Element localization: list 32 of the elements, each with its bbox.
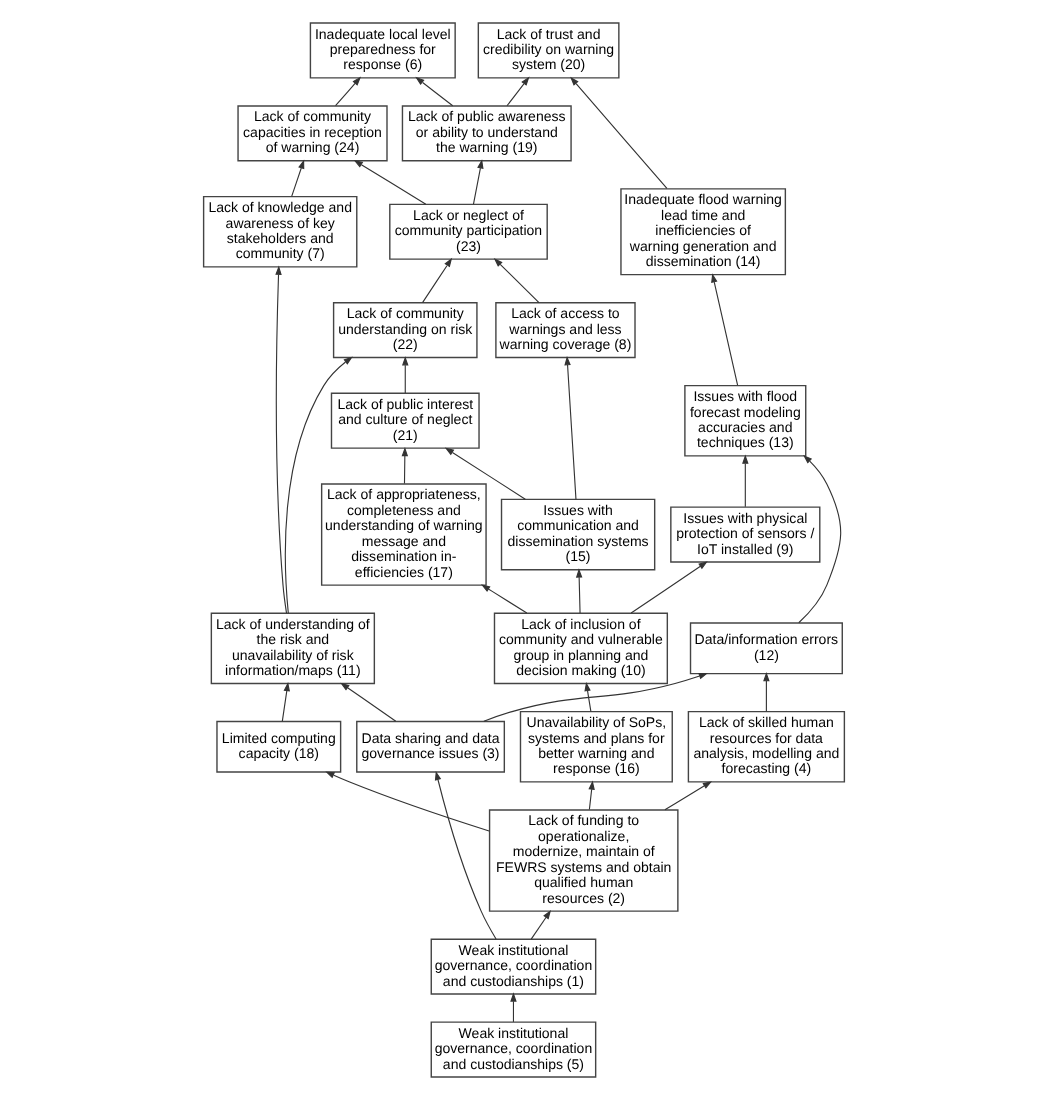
arrow xyxy=(570,76,668,190)
arrow xyxy=(275,265,288,614)
arrow xyxy=(630,561,708,614)
arrow xyxy=(742,454,749,508)
arrow xyxy=(493,258,540,304)
arrow xyxy=(564,355,577,500)
arrow xyxy=(284,356,353,614)
arrow xyxy=(415,76,454,107)
arrow xyxy=(584,681,592,712)
arrow xyxy=(575,568,583,614)
arrow xyxy=(353,159,427,205)
arrow xyxy=(434,770,497,940)
arrow xyxy=(664,781,713,811)
arrow xyxy=(291,159,305,197)
arrow xyxy=(401,446,409,485)
arrow xyxy=(763,672,770,712)
arrow xyxy=(444,447,526,500)
arrow xyxy=(798,454,842,624)
arrow xyxy=(422,257,453,304)
arrow xyxy=(325,771,490,832)
arrow xyxy=(402,356,409,394)
arrow xyxy=(711,273,739,386)
arrow xyxy=(340,682,397,722)
arrow xyxy=(281,681,290,722)
arrow xyxy=(472,159,484,205)
arrow xyxy=(506,76,530,107)
arrow xyxy=(530,909,552,940)
arrow xyxy=(334,76,362,107)
arrow xyxy=(588,780,595,811)
arrow xyxy=(483,673,709,722)
arrow xyxy=(480,584,528,614)
arrow xyxy=(510,992,517,1023)
